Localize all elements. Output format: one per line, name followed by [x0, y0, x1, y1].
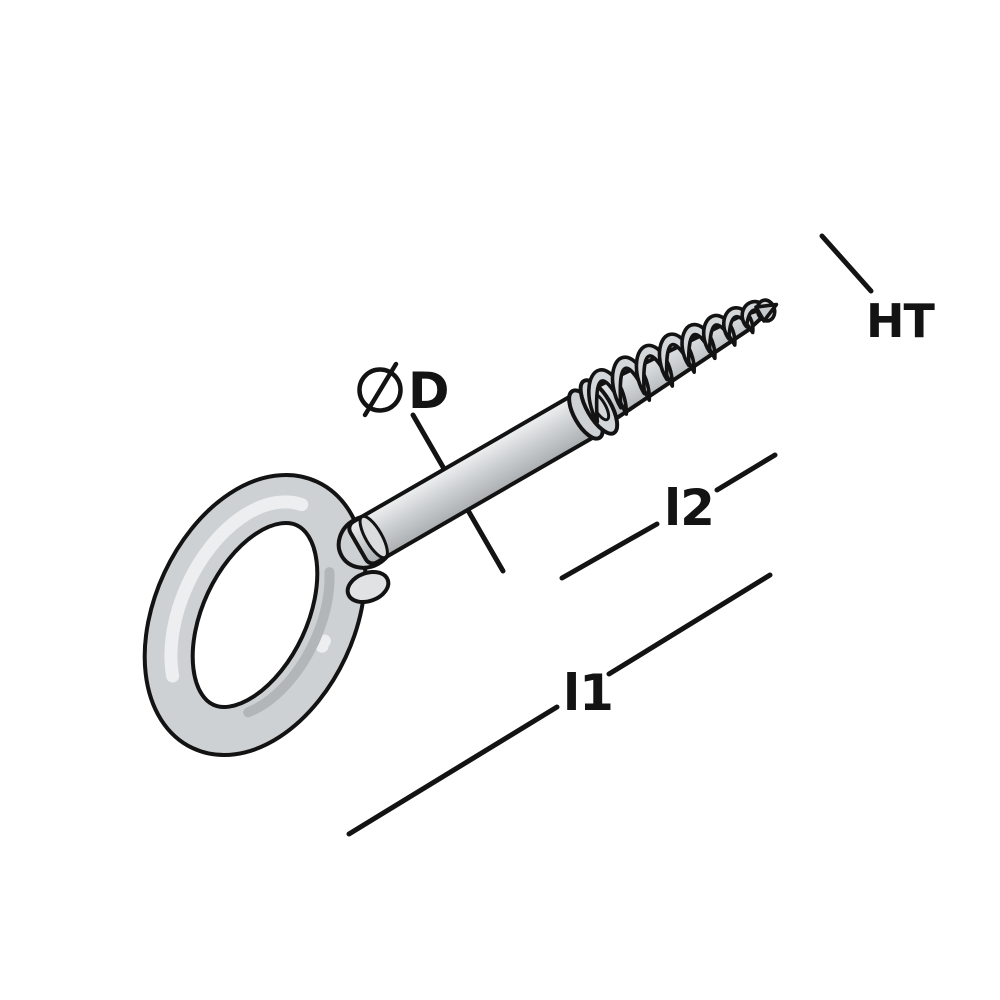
- diameter-symbol-slash: [362, 361, 399, 418]
- ht-leader-line: [819, 233, 874, 294]
- diameter-symbol-icon: [357, 361, 403, 418]
- eye-ring-shadow: [175, 508, 335, 722]
- diameter-symbol-circle: [357, 367, 403, 413]
- l2-dimension-line-upper: [714, 452, 778, 493]
- l1-dimension-line-upper: [606, 572, 773, 677]
- shank-seam: [358, 514, 389, 560]
- l2-dimension-line-lower: [559, 521, 660, 581]
- l1-label: l1: [563, 664, 613, 722]
- screw-tip: [754, 302, 779, 323]
- screw-body: [347, 298, 779, 566]
- diameter-label: D: [408, 362, 449, 420]
- eye-ring-highlight: [164, 495, 346, 735]
- l1-dimension-line-lower: [346, 704, 560, 837]
- thread-turns: [587, 298, 777, 424]
- ht-label: HT: [866, 294, 935, 348]
- eye-ring: [142, 472, 368, 758]
- l2-label: l2: [664, 479, 714, 537]
- ring-cut-face: [345, 570, 391, 604]
- ring-cut-end: [345, 570, 391, 604]
